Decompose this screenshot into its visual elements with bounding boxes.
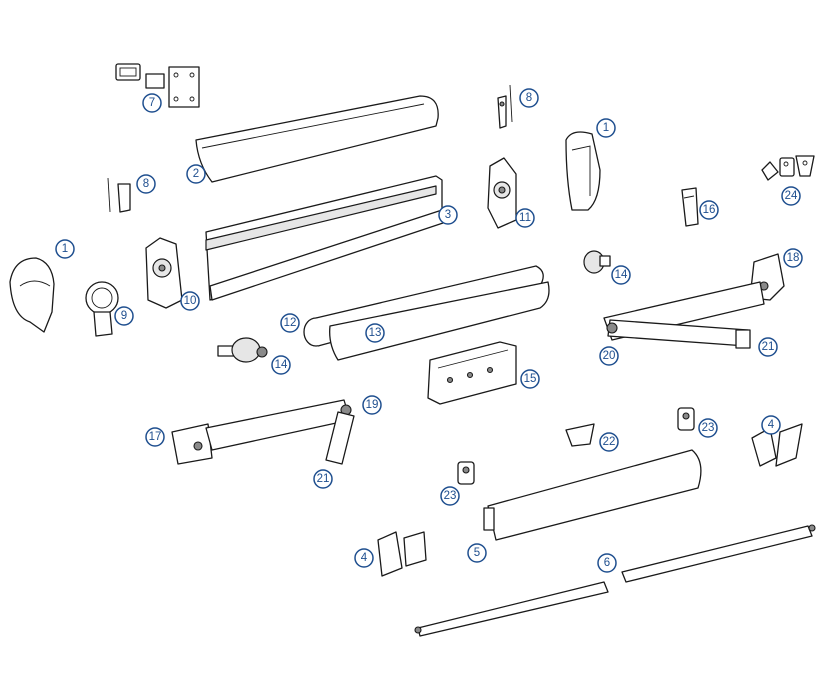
- svg-text:14: 14: [275, 359, 288, 371]
- svg-text:22: 22: [603, 436, 616, 448]
- callout-4-left: 4: [354, 548, 374, 568]
- callout-14-left: 14: [271, 355, 291, 375]
- callout-13: 13: [365, 323, 385, 343]
- callout-23-upper: 23: [698, 418, 718, 438]
- svg-text:2: 2: [193, 168, 199, 180]
- svg-text:5: 5: [474, 547, 480, 559]
- callout-17: 17: [145, 427, 165, 447]
- svg-text:23: 23: [702, 422, 715, 434]
- callout-5: 5: [467, 543, 487, 563]
- callout-21-left: 21: [313, 469, 333, 489]
- svg-text:1: 1: [603, 122, 609, 134]
- svg-text:21: 21: [762, 341, 775, 353]
- svg-text:8: 8: [143, 178, 149, 190]
- part-11-side-bracket: [487, 157, 517, 229]
- callout-14-upper: 14: [611, 265, 631, 285]
- callout-6: 6: [597, 553, 617, 573]
- svg-text:18: 18: [787, 252, 800, 264]
- callout-23-lower: 23: [440, 486, 460, 506]
- callout-1-left: 1: [55, 239, 75, 259]
- callout-24: 24: [781, 186, 801, 206]
- svg-text:4: 4: [361, 552, 368, 564]
- svg-text:23: 23: [444, 490, 457, 502]
- svg-text:20: 20: [603, 350, 616, 362]
- callout-3: 3: [438, 205, 458, 225]
- callout-2: 2: [186, 164, 206, 184]
- callout-10: 10: [180, 291, 200, 311]
- callout-9: 9: [114, 306, 134, 326]
- svg-text:12: 12: [284, 317, 297, 329]
- part-9-drive-hub: [85, 281, 119, 337]
- svg-text:21: 21: [317, 473, 330, 485]
- callout-8-upper: 8: [519, 88, 539, 108]
- callout-15: 15: [520, 369, 540, 389]
- part-10-gearbox-housing: [145, 237, 183, 309]
- callout-1-right: 1: [596, 118, 616, 138]
- svg-text:6: 6: [604, 557, 610, 569]
- part-2-top-cover: [195, 95, 439, 183]
- callout-20: 20: [599, 346, 619, 366]
- part-14-motor-tip: [217, 337, 268, 363]
- part-24-clip-set: [761, 155, 815, 181]
- svg-text:17: 17: [149, 431, 162, 443]
- callout-21-right: 21: [758, 337, 778, 357]
- callout-16: 16: [699, 200, 719, 220]
- svg-text:10: 10: [184, 295, 197, 307]
- svg-text:15: 15: [524, 373, 537, 385]
- svg-text:13: 13: [369, 327, 382, 339]
- svg-text:9: 9: [121, 310, 127, 322]
- part-22-clip: [565, 423, 595, 447]
- callout-4-right: 4: [761, 415, 781, 435]
- svg-text:8: 8: [526, 92, 532, 104]
- svg-text:11: 11: [519, 212, 531, 224]
- svg-text:1: 1: [62, 243, 68, 255]
- part-7-mounting-plates: [115, 63, 200, 108]
- part-17-arm-shoulder-left: [171, 423, 213, 465]
- callout-19: 19: [362, 395, 382, 415]
- part-19-arm-upper-left: [205, 399, 352, 451]
- callout-11: 11: [515, 208, 535, 228]
- callout-12: 12: [280, 313, 300, 333]
- part-21-arm-lower-right: [735, 329, 751, 349]
- svg-text:7: 7: [149, 97, 155, 109]
- part-16-bracket: [681, 187, 699, 227]
- callout-22: 22: [599, 432, 619, 452]
- part-4-end-cap-right: [751, 423, 803, 467]
- part-8-pin-upper: [497, 84, 513, 129]
- part-23-end-plug-upper: [677, 407, 695, 431]
- part-15-front-bracket: [427, 341, 517, 405]
- svg-text:4: 4: [768, 419, 775, 431]
- callout-7: 7: [142, 93, 162, 113]
- callout-18: 18: [783, 248, 803, 268]
- callout-8-left: 8: [136, 174, 156, 194]
- part-3-main-profile: [205, 175, 447, 301]
- part-6-telescopic-rail: [414, 524, 816, 637]
- part-21-arm-lower-left: [325, 411, 355, 465]
- svg-text:24: 24: [785, 190, 798, 202]
- svg-text:16: 16: [703, 204, 716, 216]
- part-1-end-cap-left: [9, 257, 55, 333]
- part-14-knob-upper: [583, 250, 611, 274]
- part-1-end-cap-right: [565, 131, 601, 211]
- part-13-fabric: [329, 281, 550, 361]
- part-23-end-plug-lower: [457, 461, 475, 485]
- svg-text:19: 19: [366, 399, 379, 411]
- part-5-front-bar: [483, 449, 702, 541]
- svg-text:14: 14: [615, 269, 628, 281]
- svg-text:3: 3: [445, 209, 451, 221]
- part-8-pin-left: [107, 177, 131, 213]
- part-4-end-cap-left: [377, 531, 427, 577]
